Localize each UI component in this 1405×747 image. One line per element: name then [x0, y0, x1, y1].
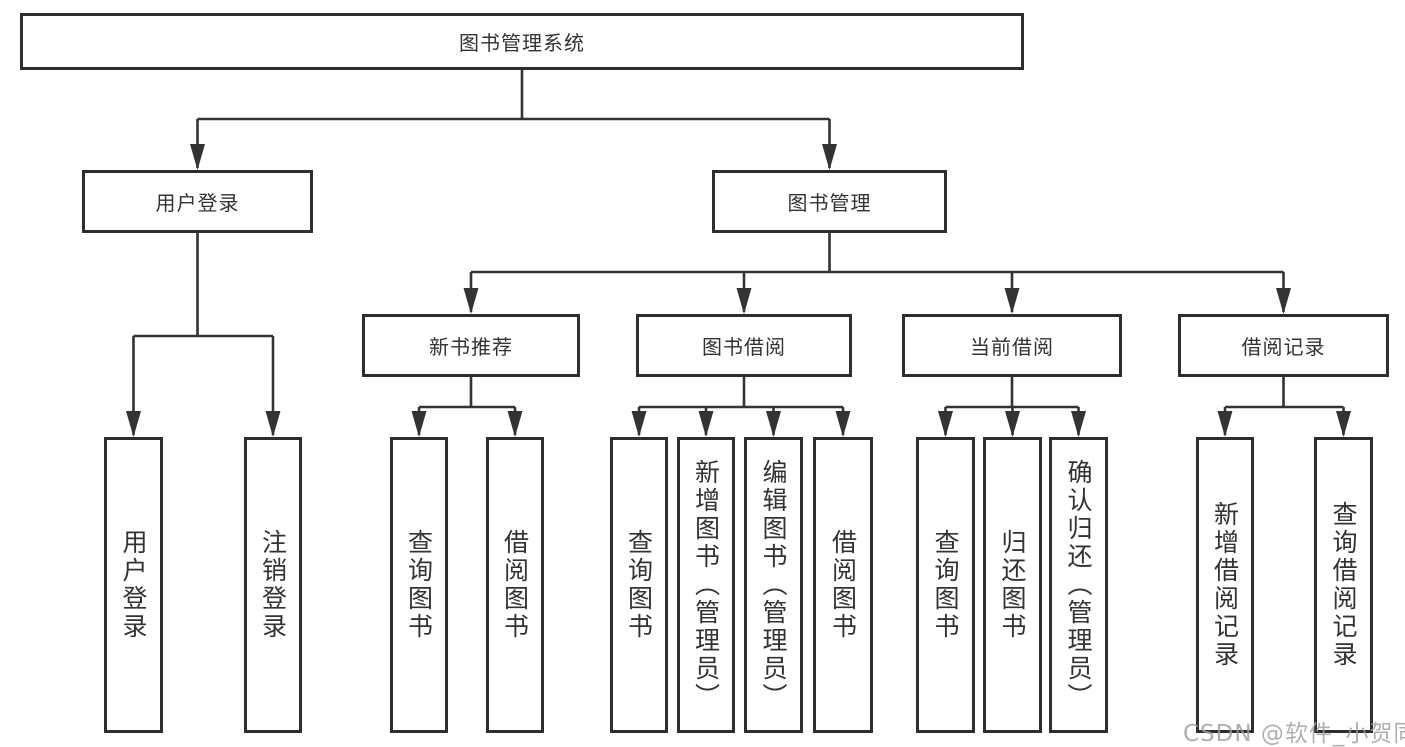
leaf-cb-query-books-label: 查询图书	[931, 529, 960, 641]
leaf-user-login-label: 用户登录	[119, 529, 148, 641]
leaf-user-login: 用户登录	[104, 437, 163, 733]
node-current-borrow: 当前借阅	[902, 314, 1122, 377]
leaf-bb-borrow-books: 借阅图书	[813, 437, 873, 733]
leaf-nbr-borrow-books-label: 借阅图书	[500, 529, 530, 641]
node-borrow-records-label: 借阅记录	[1241, 335, 1326, 359]
node-book-management: 图书管理	[712, 170, 947, 233]
node-borrow-records: 借阅记录	[1178, 314, 1389, 377]
leaf-logout-login-label: 注销登录	[258, 529, 288, 641]
node-new-book-recommend-label: 新书推荐	[429, 335, 513, 359]
leaf-cb-query-books: 查询图书	[916, 437, 975, 733]
node-current-borrow-label: 当前借阅	[970, 335, 1054, 359]
leaf-bb-edit-books-admin: 编辑图书（管理员）	[744, 437, 803, 733]
leaf-nbr-query-books-label: 查询图书	[404, 529, 434, 641]
leaf-nbr-borrow-books: 借阅图书	[486, 437, 544, 733]
leaf-bb-add-books-admin-label: 新增图书（管理员）	[691, 459, 721, 711]
leaf-cb-confirm-return-admin-label: 确认归还（管理员）	[1064, 459, 1093, 711]
leaf-bb-query-books: 查询图书	[610, 437, 668, 733]
node-user-login: 用户登录	[82, 170, 313, 233]
node-book-management-label: 图书管理	[787, 191, 872, 215]
leaf-cb-confirm-return-admin: 确认归还（管理员）	[1049, 437, 1108, 733]
leaf-logout-login: 注销登录	[244, 437, 302, 733]
leaf-bb-query-books-label: 查询图书	[624, 529, 654, 641]
arrowheads	[126, 144, 1351, 437]
leaf-br-query-record-label: 查询借阅记录	[1329, 501, 1358, 669]
node-book-borrow-label: 图书借阅	[702, 335, 786, 359]
node-user-login-label: 用户登录	[155, 191, 240, 215]
leaf-nbr-query-books: 查询图书	[390, 437, 448, 733]
leaf-br-query-record: 查询借阅记录	[1314, 437, 1373, 733]
leaf-bb-borrow-books-label: 借阅图书	[828, 529, 858, 641]
leaf-br-add-record-label: 新增借阅记录	[1210, 501, 1240, 669]
csdn-watermark: CSDN @软件_小贺同学	[1183, 721, 1405, 747]
node-book-borrow: 图书借阅	[636, 314, 852, 377]
leaf-cb-return-books-label: 归还图书	[998, 529, 1027, 641]
node-root-label: 图书管理系统	[459, 31, 585, 55]
node-new-book-recommend: 新书推荐	[362, 314, 580, 377]
leaf-bb-edit-books-admin-label: 编辑图书（管理员）	[759, 459, 788, 711]
leaf-br-add-record: 新增借阅记录	[1196, 437, 1254, 733]
leaf-cb-return-books: 归还图书	[983, 437, 1042, 733]
leaf-bb-add-books-admin: 新增图书（管理员）	[677, 437, 735, 733]
node-root: 图书管理系统	[20, 13, 1024, 70]
